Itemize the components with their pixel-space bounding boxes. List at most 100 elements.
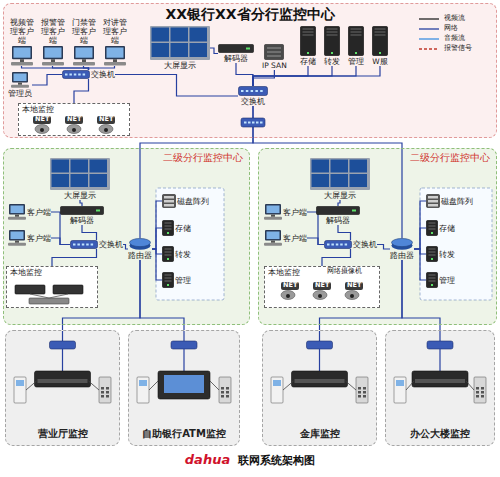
network-link [82, 225, 97, 240]
network-link [402, 260, 440, 330]
camera-lens [286, 294, 290, 298]
server-body [163, 273, 174, 288]
monitor [43, 46, 63, 59]
device-label: 管理 [439, 276, 455, 285]
server-slot [303, 35, 314, 36]
stand [18, 83, 22, 85]
camera-lens [350, 294, 354, 298]
device-label: 转发 [324, 57, 340, 66]
led [431, 258, 433, 260]
intercom [474, 377, 486, 403]
device-label: 磁盘阵列 [177, 197, 209, 206]
device-node: 大屏显示 [50, 158, 110, 200]
device-label: 存储 [300, 57, 316, 66]
site-panel: 自助银行ATM监控 [128, 330, 240, 446]
device-icon [11, 72, 29, 88]
led [431, 284, 433, 286]
dvr-front [295, 379, 345, 383]
device-label: 管理员 [8, 89, 32, 98]
caption: 联网系统架构图 [238, 454, 315, 467]
server-slot [351, 29, 362, 30]
device-node: 管理员 [8, 72, 32, 98]
router-top [130, 238, 151, 246]
device-label: 客户端 [27, 234, 51, 243]
stand [15, 215, 19, 217]
port [255, 90, 258, 92]
port [251, 90, 254, 92]
site-link [183, 349, 184, 371]
device-label: 视频管理客户端 [6, 18, 37, 45]
key [221, 387, 224, 390]
key [226, 387, 229, 390]
site-uplink [319, 331, 320, 341]
alarm-wire [283, 381, 294, 390]
server-slot [165, 223, 172, 224]
server-slot [375, 29, 386, 30]
device-icon [70, 240, 98, 249]
keyboard [8, 243, 26, 246]
port [260, 90, 263, 92]
network-link [210, 48, 218, 54]
device-node: 磁盘阵列 [426, 194, 473, 208]
storage-group [420, 188, 492, 300]
key [106, 387, 109, 390]
key [476, 391, 479, 394]
device-node: 客户端 [264, 204, 307, 220]
caption-row: dahua联网系统架构图 [0, 452, 500, 468]
device-icon [426, 220, 438, 236]
server-slot [351, 32, 362, 33]
server-slot [429, 275, 436, 276]
server-slot [303, 32, 314, 33]
device-icon [60, 206, 104, 215]
device-node: 交换机 [238, 86, 268, 106]
device-label: 大屏显示 [64, 191, 96, 200]
monitor [265, 204, 281, 215]
switch-body [71, 241, 98, 249]
network-link [140, 106, 253, 238]
camera-tag: NET [33, 116, 51, 124]
dvr [53, 285, 83, 294]
legend-row: 网络 [418, 24, 472, 34]
camera-lens [40, 128, 44, 132]
key [221, 391, 224, 394]
alarm-box [14, 377, 26, 403]
device-icon [73, 46, 95, 66]
key [481, 395, 484, 398]
screen [13, 48, 30, 58]
device-label: 解码器 [224, 54, 248, 63]
device-node: 视频管理客户端 [6, 18, 37, 66]
server-body [163, 221, 174, 236]
device-node: 路由器 [390, 238, 414, 260]
server-slot [165, 278, 172, 279]
led [431, 232, 433, 234]
dvr-body [412, 371, 468, 387]
keyboard [8, 217, 26, 220]
network-link [152, 249, 162, 280]
alarm-box [394, 377, 406, 403]
server-body [427, 273, 438, 288]
camera-tag: NET [97, 116, 115, 124]
camera-lens [104, 128, 108, 132]
legend: 视频流网络音频流报警信号 [418, 14, 472, 54]
device-node: 转发 [426, 246, 455, 262]
keyboard [42, 62, 64, 66]
legend-row: 视频流 [418, 14, 472, 24]
device-label: 对讲管理客户端 [99, 18, 130, 45]
legend-text: 网络 [444, 25, 458, 33]
server-slot [429, 281, 436, 282]
network-link [152, 249, 162, 254]
intercom [219, 377, 231, 403]
device-label: 交换机 [91, 70, 115, 79]
site-title: 营业厅监控 [38, 428, 88, 440]
server-body [163, 247, 174, 262]
device-label: 客户端 [283, 208, 307, 217]
device-label: 交换机 [99, 240, 123, 249]
device-icon [50, 158, 110, 190]
site-link [319, 349, 320, 371]
disk-bay [428, 196, 438, 199]
nvr-body [158, 371, 210, 399]
site-devices [6, 331, 119, 445]
port [74, 74, 77, 76]
device-node: 解码器 [218, 44, 254, 63]
